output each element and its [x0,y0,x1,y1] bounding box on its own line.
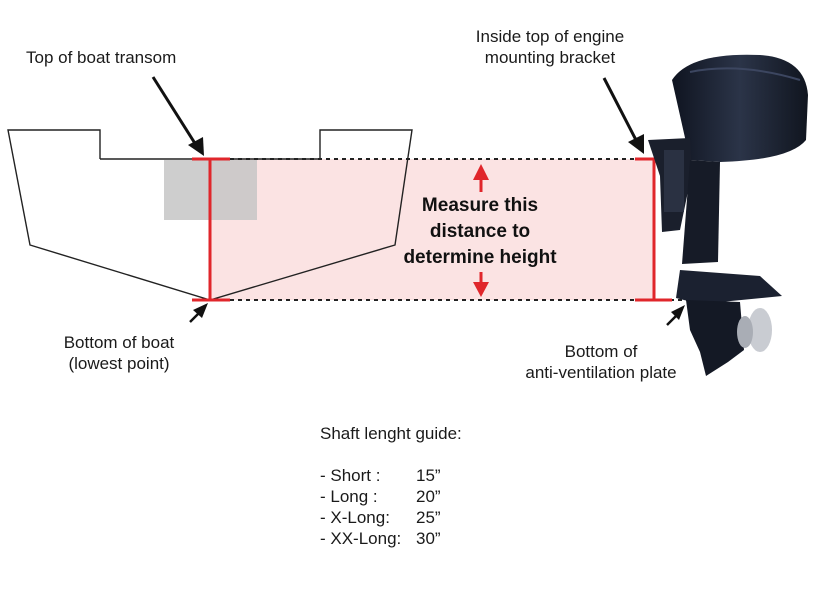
measure-instruction: Measure this distance to determine heigh… [390,193,570,271]
guide-item-name: - Long : [320,487,378,506]
measure-line1: Measure this [421,195,539,216]
guide-item-value: 30” [416,529,441,548]
bottom-of-boat-line2: (lowest point) [68,354,170,373]
engine-bracket-line2: mounting bracket [484,48,616,67]
outboard-engine-illustration [648,54,808,376]
top-transom-label: Top of boat transom [26,48,177,67]
guide-item: - X-Long: 25” [320,507,462,528]
engine-bracket-line1: Inside top of engine [475,27,625,46]
plate-pointer-arrow-icon [666,305,685,326]
boat-bottom-pointer-arrow-icon [189,303,208,323]
guide-item-name: - Short : [320,466,381,485]
guide-item-value: 25” [416,508,441,527]
guide-item: - Long : 20” [320,486,462,507]
shaft-length-guide: Shaft lenght guide: - Short : 15” - Long… [320,423,462,549]
measure-line2: distance to [429,221,531,242]
guide-item: - Short : 15” [320,465,462,486]
transom-pointer-arrow-icon [151,76,204,156]
guide-item-value: 20” [416,487,441,506]
down-arrow-icon [473,272,489,297]
bottom-of-boat-label: Bottom of boat (lowest point) [44,332,194,374]
guide-title: Shaft lenght guide: [320,424,462,443]
measure-line3: determine height [403,247,557,268]
bottom-of-boat-line1: Bottom of boat [63,333,175,352]
measurement-zone [210,159,655,300]
up-arrow-icon [473,164,489,192]
anti-ventilation-label: Bottom of anti-ventilation plate [506,341,696,383]
guide-item-name: - XX-Long: [320,529,402,548]
engine-bracket-label: Inside top of engine mounting bracket [455,26,645,68]
bracket-pointer-arrow-icon [602,77,644,154]
guide-item-name: - X-Long: [320,508,390,527]
anti-ventilation-line1: Bottom of [564,342,638,361]
boat-hull-outline [7,129,413,301]
guide-item: - XX-Long: 30” [320,528,462,549]
guide-item-value: 15” [416,466,441,485]
anti-ventilation-line2: anti-ventilation plate [525,363,677,382]
